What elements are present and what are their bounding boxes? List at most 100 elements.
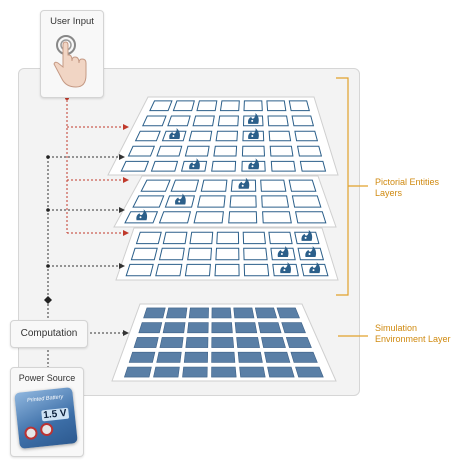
- layer3-cell: [189, 231, 214, 245]
- layer2-cell: [132, 195, 165, 208]
- layer3-cell: [214, 263, 240, 277]
- sim-cell: [123, 366, 152, 378]
- sim-cell: [143, 307, 166, 319]
- bus-node-1: [46, 155, 50, 159]
- flame-creature-eye: [304, 236, 307, 239]
- flame-creature-icon: [248, 158, 260, 170]
- flame-creature-eye: [251, 165, 254, 168]
- flame-creature-eye: [312, 269, 315, 272]
- layer1-cell: [196, 100, 218, 112]
- flame-creature-shape: [136, 209, 148, 221]
- layer1-cell: [269, 145, 294, 157]
- sim-cell: [162, 322, 186, 334]
- sim-cell: [187, 322, 209, 334]
- flame-creature-eye: [283, 269, 286, 272]
- layer2-cell: [197, 195, 226, 208]
- flame-creature-shape: [248, 112, 259, 124]
- battery-terminal-negative: [39, 422, 54, 437]
- hand-pointer-icon: [53, 35, 87, 88]
- sim-cell: [233, 307, 255, 319]
- layer2-cell: [260, 179, 287, 192]
- sim-cell: [264, 351, 291, 363]
- flame-creature-icon: [189, 158, 200, 170]
- layer3-cell: [268, 231, 293, 245]
- user-input-box[interactable]: User Input: [40, 10, 104, 98]
- layer1-cell: [267, 115, 289, 127]
- layer1-cell: [172, 100, 195, 112]
- flame-creature-eye: [192, 165, 195, 168]
- flame-creature-icon: [305, 246, 317, 257]
- layer1-cell: [299, 160, 327, 172]
- layer3-cell: [158, 247, 185, 261]
- user-input-title: User Input: [50, 16, 94, 27]
- layer1-cell: [288, 100, 310, 112]
- flame-creature-icon: [277, 246, 289, 257]
- layer2-cell: [229, 195, 257, 208]
- layer1-cell: [184, 145, 210, 157]
- flame-creature-eye: [172, 135, 175, 137]
- flame-creature-eye: [178, 200, 181, 203]
- sim-cell: [237, 351, 263, 363]
- layer1-cell: [294, 130, 319, 142]
- bus-junction-diamond: [44, 296, 52, 304]
- sim-cell: [261, 337, 286, 348]
- battery-voltage: 1.5 V: [40, 407, 70, 422]
- flame-creature-icon: [136, 209, 148, 221]
- simulation-label-line1: Simulation: [375, 323, 418, 333]
- layer1-cell: [134, 130, 161, 142]
- sim-cell: [267, 366, 295, 378]
- flame-creature-shape: [238, 177, 250, 189]
- flame-creature-eye: [280, 253, 283, 255]
- sim-cell: [183, 351, 209, 363]
- sim-cell: [290, 351, 318, 363]
- layer1-cell: [266, 100, 287, 112]
- sim-cell: [281, 322, 306, 334]
- flame-creature-icon: [248, 112, 259, 124]
- layer1-cell: [149, 100, 173, 112]
- layer2-cell: [228, 211, 258, 224]
- layer3-cell: [184, 263, 211, 277]
- layer2-cell: [170, 179, 200, 192]
- sim-cell: [236, 337, 260, 348]
- flame-creature-icon: [280, 262, 291, 274]
- flame-creature-icon: [238, 177, 250, 189]
- layer1-cell: [215, 130, 239, 142]
- sim-cell: [258, 322, 282, 334]
- flame-creature-eye: [139, 216, 142, 219]
- sim-cell: [211, 366, 237, 378]
- sim-cell: [254, 307, 278, 319]
- flame-creature-shape: [301, 229, 313, 241]
- layer2-cell: [158, 211, 192, 224]
- flame-creature-shape: [277, 246, 289, 257]
- layer1-cell: [156, 145, 183, 157]
- sim-cell: [156, 351, 182, 363]
- layer2-cell: [200, 179, 228, 192]
- flame-creature-shape: [305, 246, 317, 257]
- layer1-cell: [150, 160, 179, 172]
- pictorial-label-line1: Pictorial Entities: [375, 177, 440, 187]
- layer3-cell: [243, 263, 270, 277]
- flame-creature-icon: [175, 193, 186, 205]
- layer1-cell: [243, 100, 263, 112]
- layer2-cell: [193, 211, 224, 224]
- power-source-box[interactable]: Power Source Printed Battery 1.5 V: [10, 367, 84, 457]
- layer3-cell: [242, 231, 266, 245]
- sim-cell: [234, 322, 258, 334]
- pictorial-label-line2: Layers: [375, 188, 403, 198]
- computation-box[interactable]: Computation: [10, 320, 88, 348]
- flame-creature-icon: [309, 262, 321, 274]
- layer2-cell: [140, 179, 171, 192]
- pictorial-entities-label: Pictorial Entities Layers: [375, 177, 439, 199]
- flame-creature-icon: [248, 128, 259, 139]
- layer1-cell: [219, 100, 240, 112]
- sim-cell: [276, 307, 300, 319]
- sim-cell: [211, 307, 232, 319]
- layer1-cell: [291, 115, 315, 127]
- battery-terminal-positive: [23, 426, 39, 441]
- sim-cell: [185, 337, 209, 348]
- layer3-cell: [243, 247, 268, 261]
- layer2-cell: [261, 195, 290, 208]
- sim-cell: [188, 307, 209, 319]
- bus-node-3: [46, 264, 50, 268]
